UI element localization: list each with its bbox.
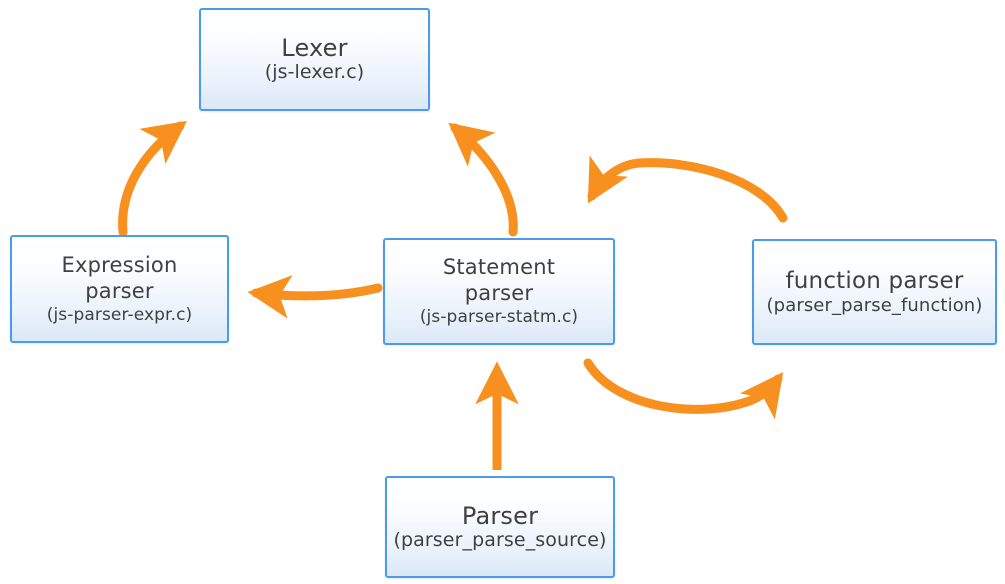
edge-statement-to-lexer	[448, 122, 518, 237]
node-lexer-title: Lexer	[281, 34, 348, 62]
node-expression-parser[interactable]: Expression parser (js-parser-expr.c)	[10, 235, 229, 343]
node-statement-parser-title-line2: parser	[464, 281, 534, 305]
edge-statement-to-function	[583, 358, 784, 420]
node-parser[interactable]: Parser (parser_parse_source)	[385, 476, 615, 578]
node-expression-parser-subtitle: (js-parser-expr.c)	[46, 304, 193, 325]
node-function-parser[interactable]: function parser (parser_parse_function)	[752, 239, 997, 345]
edge-function-to-statement	[587, 155, 788, 223]
node-lexer[interactable]: Lexer (js-lexer.c)	[199, 8, 430, 111]
node-lexer-subtitle: (js-lexer.c)	[264, 61, 365, 83]
node-parser-subtitle: (parser_parse_source)	[393, 528, 607, 551]
node-statement-parser[interactable]: Statement parser (js-parser-statm.c)	[383, 238, 615, 345]
node-function-parser-subtitle: (parser_parse_function)	[766, 294, 983, 316]
node-parser-title: Parser	[461, 501, 539, 530]
node-statement-parser-subtitle: (js-parser-statm.c)	[419, 307, 579, 327]
edge-statement-to-expression	[247, 275, 383, 319]
node-expression-parser-title-line2: parser	[85, 278, 154, 303]
node-expression-parser-title-line1: Expression	[61, 252, 178, 277]
edge-expression-to-lexer	[118, 120, 187, 237]
node-function-parser-title: function parser	[785, 267, 964, 294]
node-statement-parser-title-line1: Statement	[442, 255, 556, 279]
